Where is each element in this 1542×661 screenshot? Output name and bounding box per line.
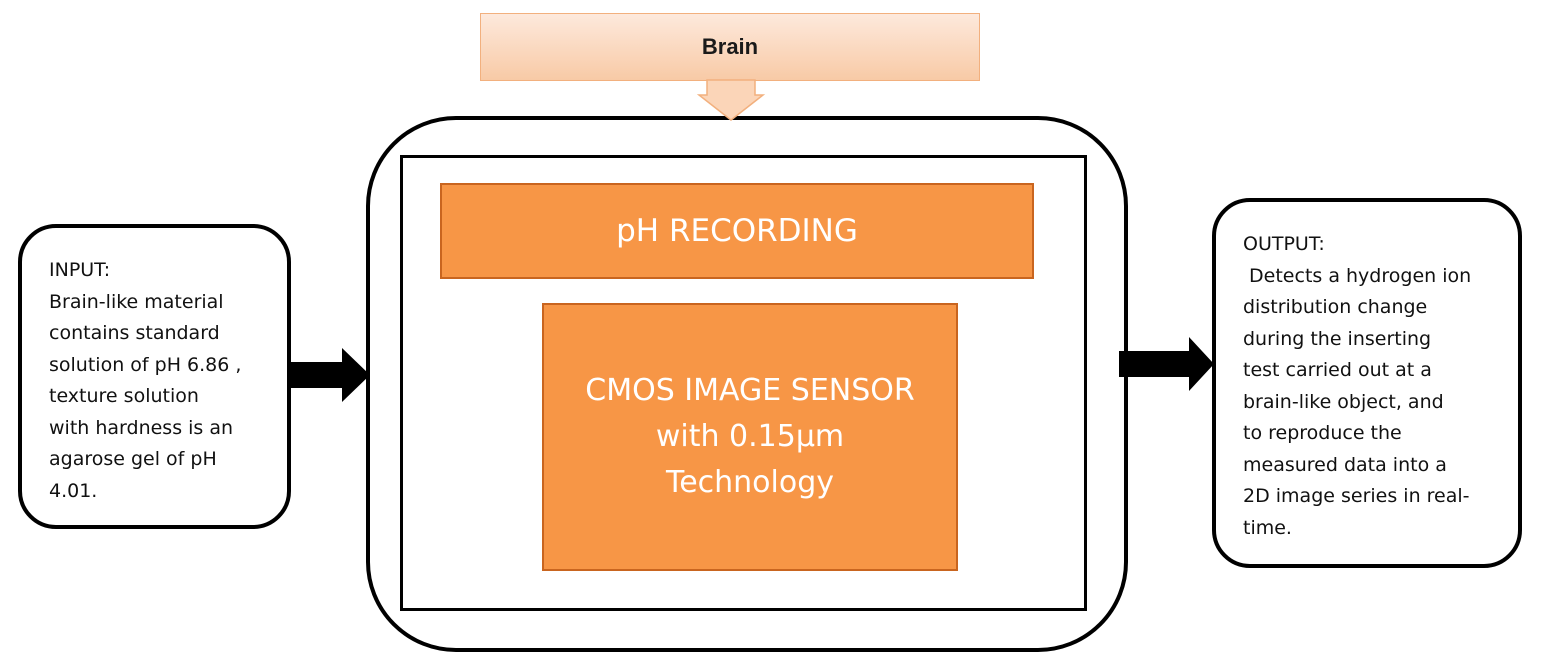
output-line: OUTPUT: [1243, 233, 1325, 255]
brain-box: Brain [480, 13, 980, 81]
input-line: Brain-like material [49, 290, 224, 313]
ph-recording-label: pH RECORDING [616, 213, 858, 249]
output-line: time. [1243, 516, 1292, 539]
output-line: 2D image series in real- [1243, 485, 1470, 507]
cmos-line: with 0.15µm [655, 419, 845, 454]
cmos-sensor-block: CMOS IMAGE SENSOR with 0.15µm Technology [542, 303, 958, 571]
cmos-line: CMOS IMAGE SENSOR [585, 373, 915, 408]
output-line: during the inserting [1243, 327, 1432, 350]
input-line: texture solution [49, 385, 199, 407]
ph-recording-block: pH RECORDING [440, 183, 1034, 279]
brain-down-arrow [696, 79, 766, 121]
input-line: contains standard [49, 322, 220, 344]
output-line: distribution change [1243, 296, 1428, 318]
input-line: INPUT: [49, 259, 111, 281]
input-line: solution of pH 6.86 , [49, 353, 242, 376]
brain-label: Brain [701, 34, 759, 59]
input-box: INPUT: Brain-like material contains stan… [18, 224, 291, 529]
output-line: Detects a hydrogen ion [1243, 264, 1472, 287]
output-line: measured data into a [1243, 453, 1447, 476]
input-line: agarose gel of pH [49, 448, 217, 470]
input-arrow [291, 348, 370, 402]
input-line: 4.01. [49, 479, 98, 502]
output-line: brain-like object, and [1243, 390, 1444, 413]
output-box: OUTPUT: Detects a hydrogen ion distribut… [1212, 198, 1522, 568]
cmos-sensor-text: CMOS IMAGE SENSOR with 0.15µm Technology [585, 368, 914, 506]
output-line: to reproduce the [1243, 422, 1402, 444]
output-arrow [1119, 337, 1214, 391]
cmos-line: Technology [665, 465, 835, 500]
input-line: with hardness is an [49, 416, 234, 439]
output-line: test carried out at a [1243, 359, 1432, 381]
